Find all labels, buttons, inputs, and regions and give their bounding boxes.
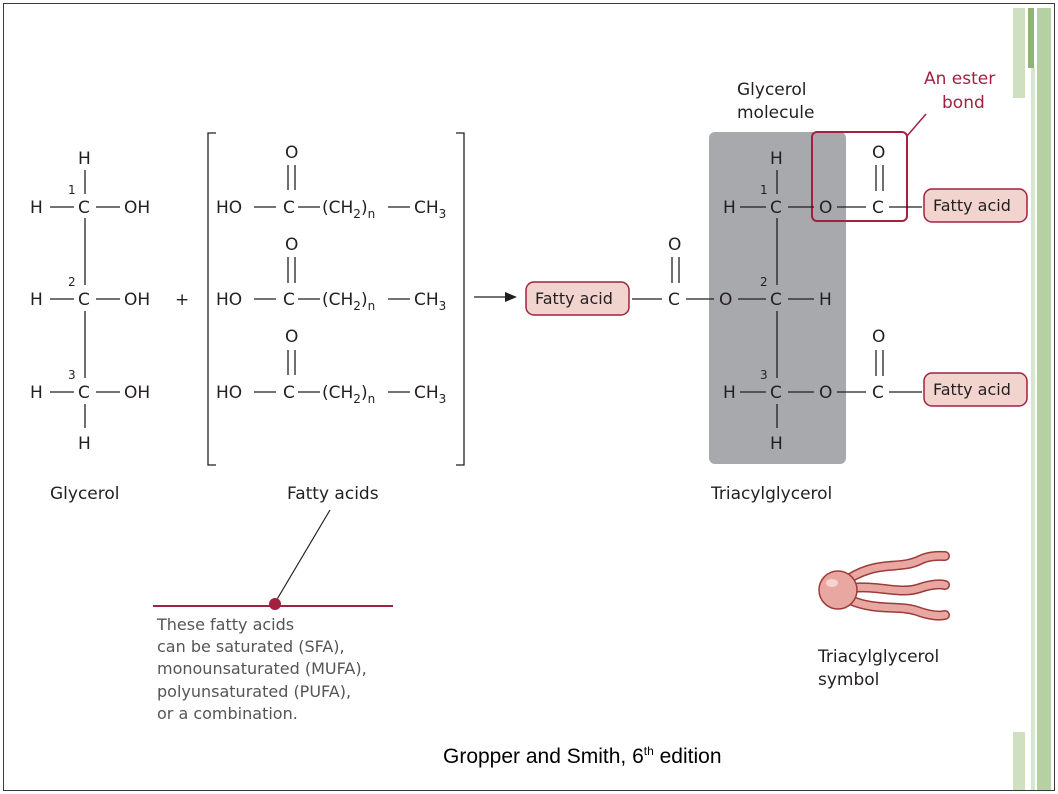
ch3-group: CH3: [414, 383, 446, 406]
ch2-group: (CH2)n: [322, 383, 375, 406]
carbon-number: 1: [760, 183, 768, 197]
symbol-caption: Triacylglycerol: [817, 647, 939, 667]
fatty-acids-caption: Fatty acids: [287, 484, 379, 504]
fatty-acid-box: Fatty acid: [525, 281, 630, 316]
atom-h: H: [30, 290, 43, 310]
atom-ho: HO: [216, 383, 242, 403]
ester-bond-label: An ester: [924, 69, 995, 89]
atom-oh: OH: [124, 198, 150, 218]
note-line: or a combination.: [157, 704, 298, 723]
note-line: These fatty acids: [156, 615, 294, 634]
carbon-number: 1: [68, 183, 76, 197]
atom-h: H: [78, 149, 91, 169]
svg-text:Fatty acid: Fatty acid: [535, 289, 613, 308]
source-credit: Gropper and Smith, 6th edition: [443, 744, 722, 768]
fatty-acid-note: These fatty acids can be saturated (SFA)…: [153, 509, 393, 723]
glycerol-molecule-label: molecule: [737, 103, 814, 123]
atom-h: H: [770, 434, 783, 454]
fatty-acids-structure: O HO C (CH2)n CH3 O HO C (CH2)n CH3 O: [207, 132, 465, 466]
atom-o: O: [819, 383, 832, 403]
atom-h: H: [819, 290, 832, 310]
atom-o: O: [668, 235, 681, 255]
glycerol-molecule-label: Glycerol: [737, 80, 807, 100]
atom-h: H: [30, 198, 43, 218]
plus-sign: +: [175, 290, 189, 310]
atom-c: C: [78, 198, 90, 218]
reaction-arrow: [474, 292, 517, 302]
atom-h: H: [770, 149, 783, 169]
atom-ho: HO: [216, 198, 242, 218]
atom-c: C: [770, 198, 782, 218]
atom-h: H: [723, 383, 736, 403]
atom-c: C: [283, 198, 295, 218]
atom-oh: OH: [124, 290, 150, 310]
atom-c: C: [283, 290, 295, 310]
atom-o: O: [819, 198, 832, 218]
carbon-number: 2: [68, 275, 76, 289]
atom-h: H: [30, 383, 43, 403]
svg-text:Fatty acid: Fatty acid: [933, 380, 1011, 399]
fatty-acid-box: Fatty acid: [923, 372, 1028, 407]
carbon-number: 2: [760, 275, 768, 289]
note-line: monounsaturated (MUFA),: [157, 659, 367, 678]
atom-c: C: [283, 383, 295, 403]
ch3-group: CH3: [414, 290, 446, 313]
atom-h: H: [723, 198, 736, 218]
atom-o: O: [872, 327, 885, 347]
ester-bond-highlight: [811, 131, 908, 222]
atom-c: C: [872, 198, 884, 218]
atom-c: C: [872, 383, 884, 403]
svg-text:Fatty acid: Fatty acid: [933, 196, 1011, 215]
ch3-group: CH3: [414, 198, 446, 221]
atom-c: C: [78, 383, 90, 403]
triacylglycerol-caption: Triacylglycerol: [710, 484, 832, 504]
atom-c: C: [770, 383, 782, 403]
decorative-border-bars: [1013, 8, 1051, 790]
atom-o: O: [719, 290, 732, 310]
atom-o: O: [872, 143, 885, 163]
glycerol-caption: Glycerol: [50, 484, 120, 504]
ch2-group: (CH2)n: [322, 290, 375, 313]
atom-c: C: [668, 290, 680, 310]
atom-c: C: [78, 290, 90, 310]
atom-ho: HO: [216, 290, 242, 310]
slide-frame: [3, 3, 1055, 791]
triacylglycerol-structure: Glycerol molecule An ester bond H H C 1 …: [525, 69, 1028, 464]
atom-h: H: [78, 434, 91, 454]
atom-o: O: [285, 327, 298, 347]
glycerol-structure: H H C OH 1 H C OH 2 H C OH 3 H: [30, 149, 150, 454]
atom-o: O: [285, 235, 298, 255]
atom-oh: OH: [124, 383, 150, 403]
triacylglycerol-symbol-icon: [818, 550, 950, 621]
ch2-group: (CH2)n: [322, 198, 375, 221]
note-line: polyunsaturated (PUFA),: [157, 682, 351, 701]
fatty-acid-box: Fatty acid: [923, 188, 1028, 223]
symbol-caption: symbol: [818, 670, 879, 690]
ester-bond-label: bond: [942, 93, 985, 113]
note-line: can be saturated (SFA),: [157, 637, 345, 656]
atom-c: C: [770, 290, 782, 310]
atom-o: O: [285, 143, 298, 163]
carbon-number: 3: [68, 368, 76, 382]
carbon-number: 3: [760, 368, 768, 382]
